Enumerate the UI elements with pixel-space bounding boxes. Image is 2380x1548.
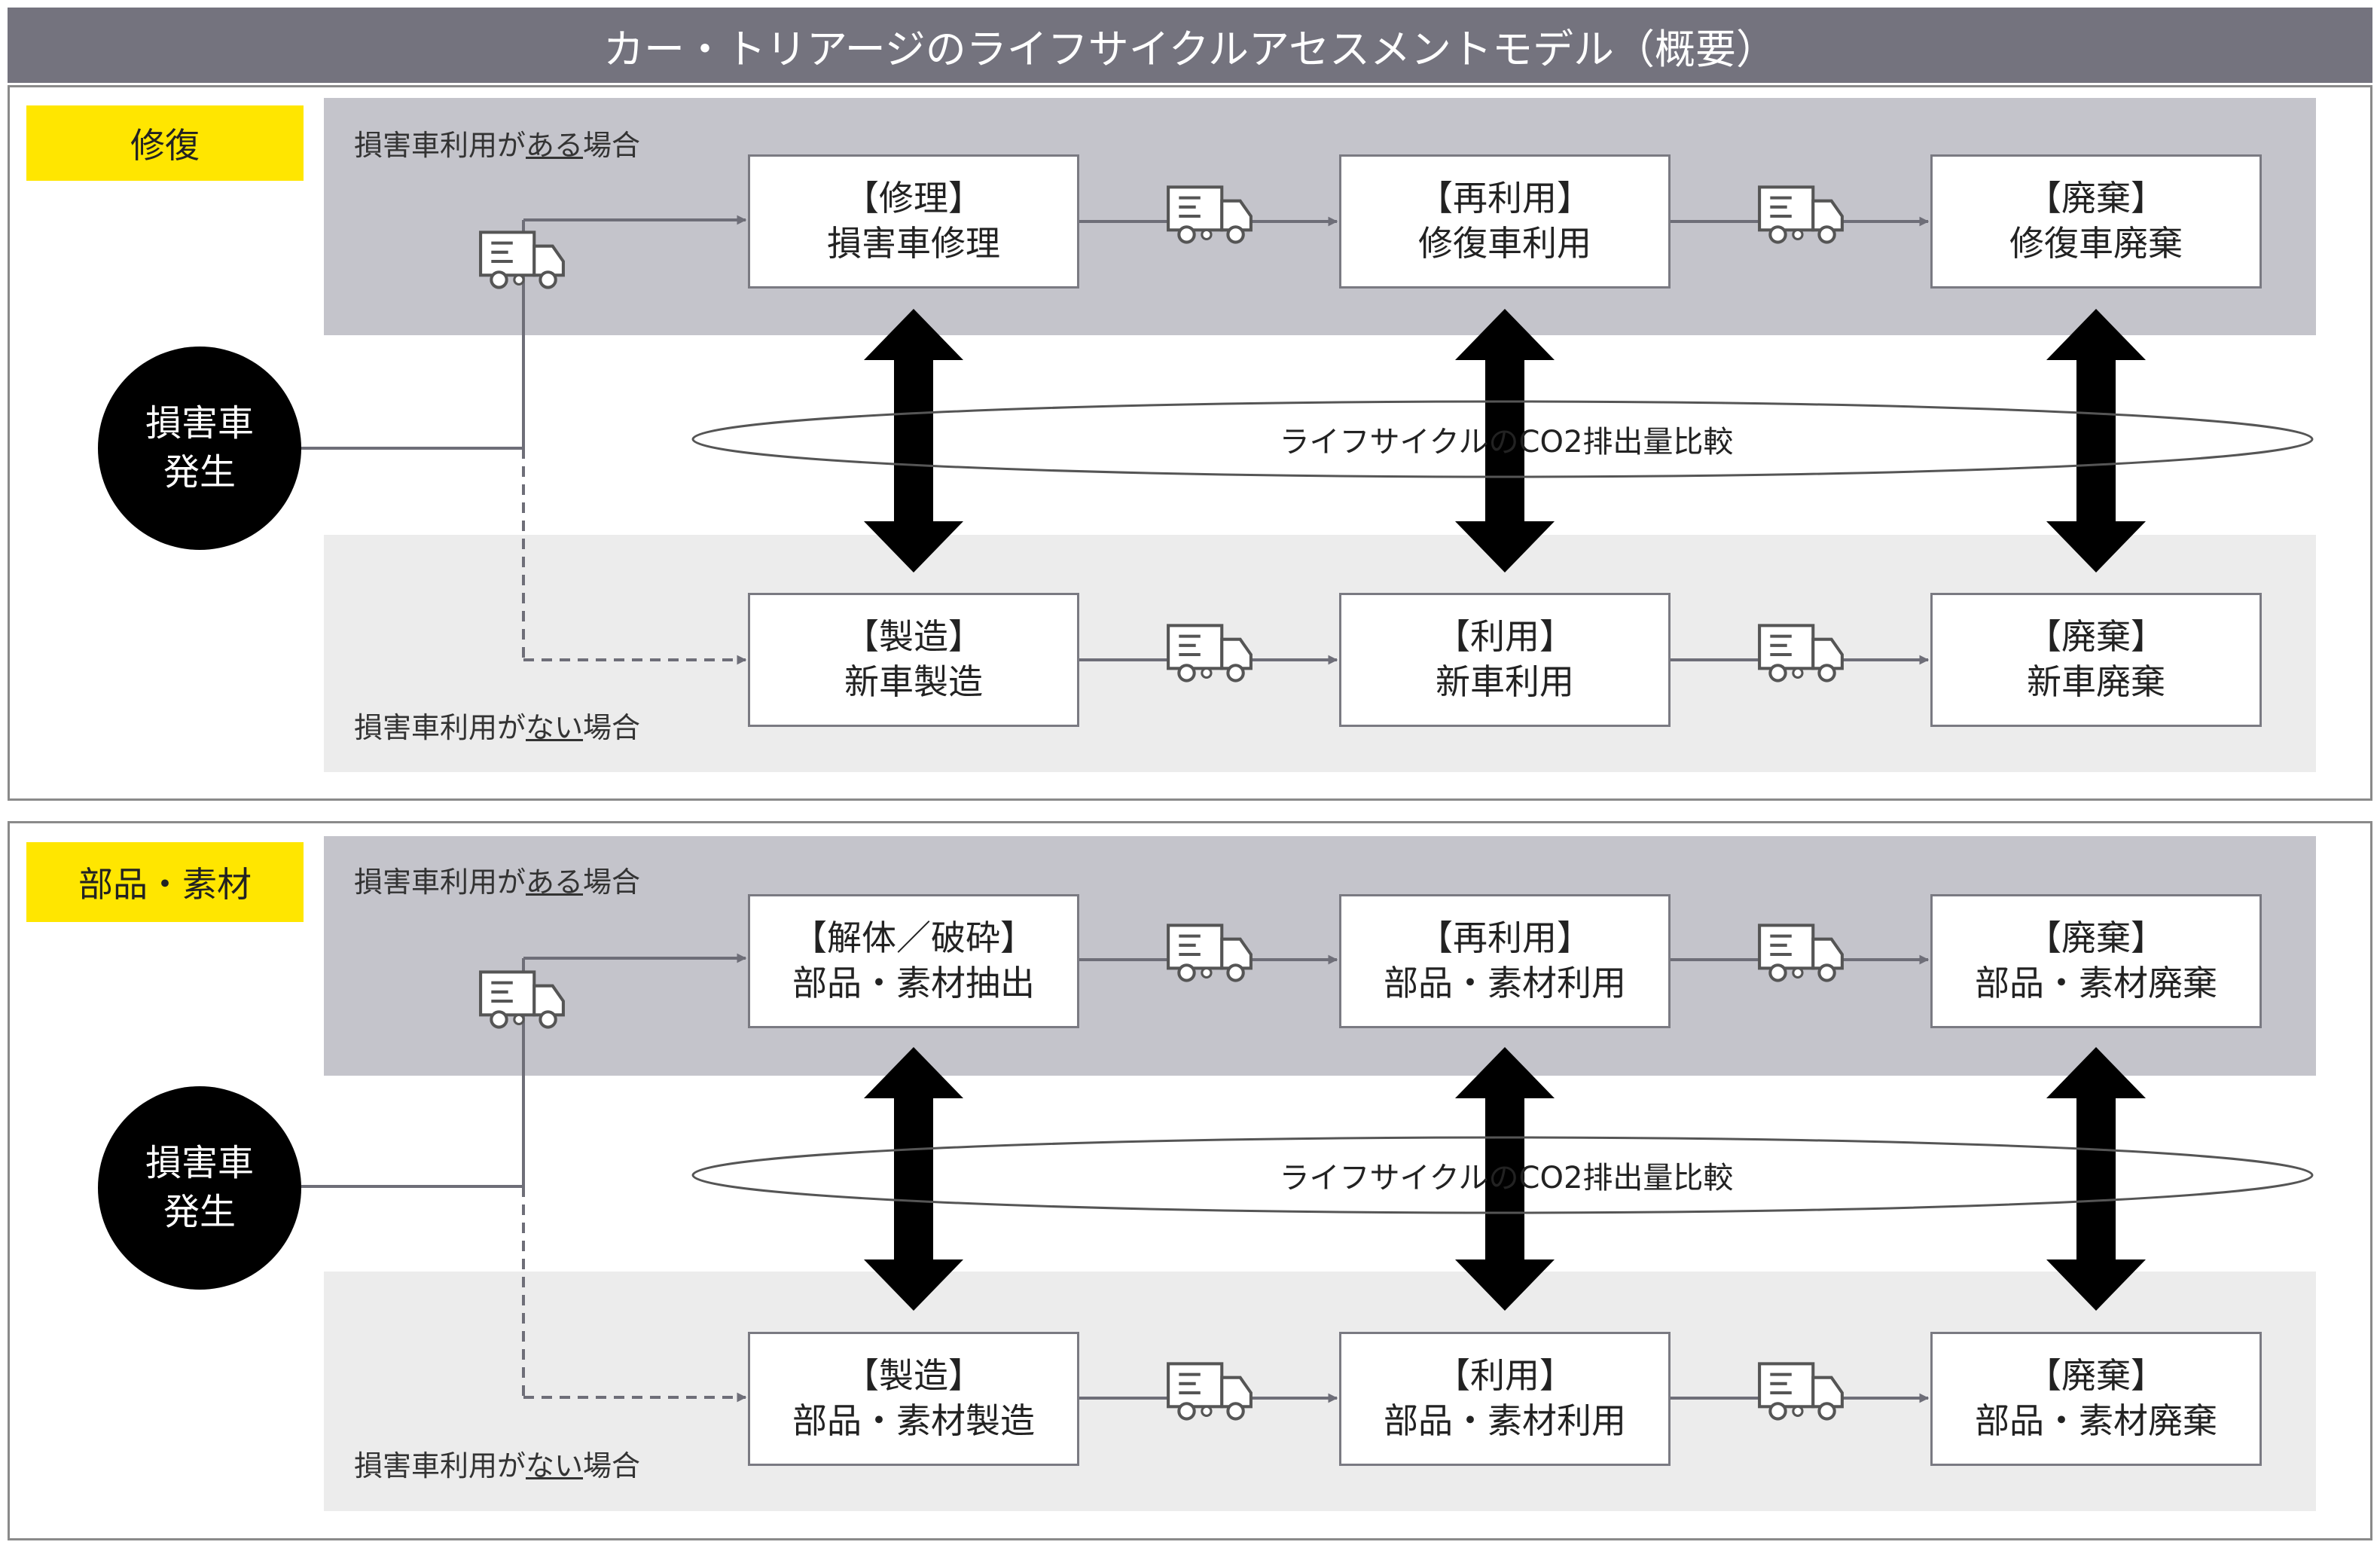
node-kind: 【再利用】 xyxy=(1418,918,1591,959)
truck-icon xyxy=(1759,1363,1842,1418)
truck-icon xyxy=(1168,1363,1251,1418)
case-label-with-use: 損害車利用がある場合 xyxy=(354,122,640,163)
node-kind: 【製造】 xyxy=(844,1355,983,1397)
node-label-line: 損害車 xyxy=(145,402,254,445)
damaged-car-occurrence-node: 損害車 発生 xyxy=(98,1086,301,1290)
truck-icon xyxy=(1759,925,1842,980)
node-label-line: 損害車 xyxy=(145,1142,254,1185)
truck-icon xyxy=(1168,625,1251,680)
process-node-disposal: 【廃棄】 部品・素材廃棄 xyxy=(1930,894,2262,1028)
case-label-without-use: 損害車利用がない場合 xyxy=(354,1443,640,1484)
truck-icon xyxy=(1168,187,1251,242)
node-name: 修復車利用 xyxy=(1418,223,1591,264)
node-kind: 【廃棄】 xyxy=(2027,1355,2165,1397)
node-kind: 【修理】 xyxy=(844,178,983,219)
comparison-label: ライフサイクルのCO2排出量比較 xyxy=(1279,425,1734,460)
node-name: 修復車廃棄 xyxy=(2009,223,2183,264)
case-label-without-use: 損害車利用がない場合 xyxy=(354,704,640,746)
comparison-label: ライフサイクルのCO2排出量比較 xyxy=(1279,1161,1734,1195)
node-name: 損害車修理 xyxy=(827,223,1000,264)
node-name: 部品・素材利用 xyxy=(1384,963,1626,1003)
case-label-emphasis: ある xyxy=(526,866,584,899)
case-label-suffix: 場合 xyxy=(583,1449,641,1482)
node-name: 新車利用 xyxy=(1436,661,1574,702)
double-arrow-icon xyxy=(864,309,963,572)
node-name: 部品・素材廃棄 xyxy=(1975,963,2217,1003)
case-label-prefix: 損害車利用が xyxy=(354,129,526,162)
case-label-emphasis: ない xyxy=(526,1449,584,1482)
process-node-use: 【利用】 部品・素材利用 xyxy=(1339,1332,1671,1466)
branch-connector xyxy=(301,953,747,1403)
double-arrow-icon xyxy=(864,1047,963,1311)
node-kind: 【利用】 xyxy=(1436,616,1574,658)
case-label-suffix: 場合 xyxy=(583,129,641,162)
process-node-disposal: 【廃棄】 部品・素材廃棄 xyxy=(1930,1332,2262,1466)
process-node-use: 【利用】 新車利用 xyxy=(1339,593,1671,727)
node-name: 部品・素材利用 xyxy=(1384,1400,1626,1441)
process-node-reuse: 【再利用】 修復車利用 xyxy=(1339,154,1671,289)
case-label-emphasis: ある xyxy=(526,129,584,162)
process-node-disposal: 【廃棄】 新車廃棄 xyxy=(1930,593,2262,727)
case-label-prefix: 損害車利用が xyxy=(354,1449,526,1482)
node-label-line: 発生 xyxy=(163,451,236,493)
process-node-disposal: 【廃棄】 修復車廃棄 xyxy=(1930,154,2262,289)
process-node-reuse: 【再利用】 部品・素材利用 xyxy=(1339,894,1671,1028)
node-name: 部品・素材廃棄 xyxy=(1975,1400,2217,1441)
process-node-repair: 【修理】 損害車修理 xyxy=(748,154,1079,289)
node-name: 新車廃棄 xyxy=(2027,661,2165,702)
process-node-manufacture: 【製造】 新車製造 xyxy=(748,593,1079,727)
case-label-prefix: 損害車利用が xyxy=(354,711,526,744)
case-label-suffix: 場合 xyxy=(583,866,641,899)
node-kind: 【再利用】 xyxy=(1418,178,1591,219)
process-node-manufacture: 【製造】 部品・素材製造 xyxy=(748,1332,1079,1466)
case-label-emphasis: ない xyxy=(526,711,584,744)
node-name: 新車製造 xyxy=(844,661,983,702)
truck-icon xyxy=(1759,187,1842,242)
node-kind: 【廃棄】 xyxy=(2027,918,2165,959)
comparison-ellipse xyxy=(691,400,2314,478)
node-kind: 【解体／破砕】 xyxy=(792,918,1035,959)
damaged-car-occurrence-node: 損害車 発生 xyxy=(98,347,301,550)
section-tag: 修復 xyxy=(26,105,304,181)
section-tag: 部品・素材 xyxy=(26,842,304,922)
node-kind: 【利用】 xyxy=(1436,1355,1574,1397)
branch-connector xyxy=(301,215,747,665)
case-label-suffix: 場合 xyxy=(583,711,641,744)
node-kind: 【製造】 xyxy=(844,616,983,658)
comparison-ellipse xyxy=(691,1136,2314,1214)
node-kind: 【廃棄】 xyxy=(2027,616,2165,658)
node-name: 部品・素材抽出 xyxy=(792,963,1035,1003)
node-name: 部品・素材製造 xyxy=(792,1400,1035,1441)
case-label-prefix: 損害車利用が xyxy=(354,866,526,899)
node-label-line: 発生 xyxy=(163,1191,236,1233)
case-label-with-use: 損害車利用がある場合 xyxy=(354,859,640,900)
truck-icon xyxy=(481,232,563,287)
double-arrow-icon xyxy=(2046,1047,2146,1311)
truck-icon xyxy=(1759,625,1842,680)
double-arrow-icon xyxy=(2046,309,2146,572)
truck-icon xyxy=(1168,925,1251,980)
process-node-dismantle: 【解体／破砕】 部品・素材抽出 xyxy=(748,894,1079,1028)
node-kind: 【廃棄】 xyxy=(2027,178,2165,219)
truck-icon xyxy=(481,972,563,1027)
page-title: カー・トリアージのライフサイクルアセスメントモデル（概要） xyxy=(8,8,2372,83)
